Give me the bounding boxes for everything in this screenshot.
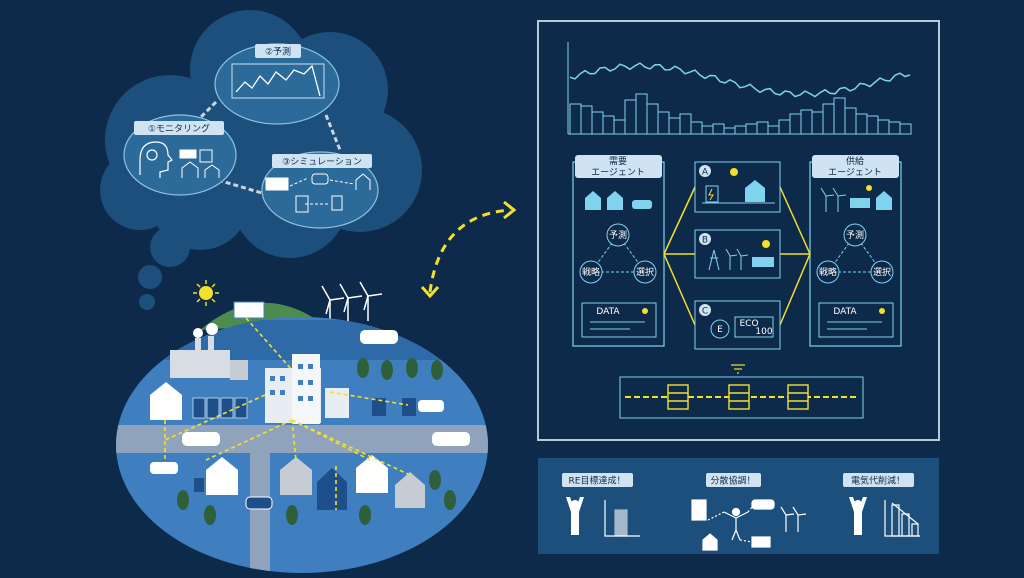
thought-dot-large	[150, 227, 190, 267]
windmill-icons	[321, 281, 383, 325]
top-chart	[567, 42, 912, 135]
ev-charger-icons	[194, 398, 416, 492]
option-b-sun-icon	[762, 240, 770, 248]
supply-solar-icon	[850, 198, 870, 208]
declining-chart-icon	[884, 500, 920, 537]
thought-bubble: ②予測 ①モニタリング ③シミュレーション	[100, 10, 422, 310]
factory-icon	[170, 323, 248, 380]
car-icons	[150, 330, 470, 510]
option-b-box: B	[694, 229, 781, 279]
hill-solar-panel-icon	[233, 301, 265, 319]
option-b-badge: B	[702, 236, 708, 246]
cheering-person-icon-2	[849, 497, 867, 535]
supply-agent-box: 供給 エージェント 予測 戦略 選択 DATA	[809, 155, 902, 347]
tree-icons	[177, 358, 456, 525]
demand-data-label: DATA	[596, 307, 620, 317]
platform-panel: 需要 エージェント 予測 戦略 選択 DATA	[537, 20, 940, 441]
option-b-windmill-icons	[725, 248, 749, 270]
option-a-badge: A	[702, 168, 709, 178]
supply-data-label: DATA	[833, 307, 857, 317]
outcome-re-target-title: RE目標達成！	[569, 475, 626, 487]
demand-strategy-node: 戦略	[582, 266, 600, 278]
e-coin-icon	[710, 319, 730, 339]
option-c-badge: C	[702, 307, 708, 317]
simulation-node: ③シミュレーション	[261, 151, 379, 229]
sun-icon	[193, 280, 219, 306]
forecast-label: ②予測	[265, 46, 291, 58]
supply-strategy-node: 戦略	[819, 266, 837, 278]
demand-agent-box: 需要 エージェント 予測 戦略 選択 DATA	[572, 155, 665, 347]
simulation-label-box	[272, 154, 372, 168]
outcome-re-target: RE目標達成！	[562, 473, 640, 537]
cheering-person-icon	[566, 497, 584, 535]
demand-select-node: 選択	[636, 266, 654, 278]
supply-house-icon	[876, 191, 892, 210]
option-a-box: A	[694, 161, 781, 213]
charger-icon	[705, 185, 719, 203]
outcome-cost-reduction: 電気代削減！	[843, 473, 920, 537]
solar-house-icon	[179, 149, 220, 178]
demand-agent-line2: エージェント	[591, 168, 645, 178]
e-symbol: E	[717, 325, 723, 335]
supply-agent-line1: 供給	[846, 155, 864, 167]
monitoring-node: ①モニタリング	[123, 114, 237, 196]
option-b-solar-icon	[752, 257, 774, 267]
power-tower-icon	[708, 249, 720, 271]
forecast-label-box	[255, 44, 301, 58]
ground-icon	[731, 364, 745, 374]
server-block-icons	[667, 384, 809, 410]
solar-array-icon	[192, 397, 248, 419]
eco-text: ECO	[739, 319, 758, 329]
supply-triangle	[816, 223, 894, 284]
option-c-box: C E ECO 100	[694, 300, 781, 350]
supply-windmill-icons	[820, 187, 847, 212]
chart-curve	[569, 62, 911, 98]
simulation-icons	[265, 173, 371, 213]
chart-bar	[899, 123, 912, 135]
supply-select-node: 選択	[873, 266, 891, 278]
outcome-distributed: 分散協調！	[691, 473, 807, 551]
forecast-line-icon	[235, 64, 321, 97]
supply-forecast-node: 予測	[846, 229, 864, 241]
demand-triangle	[579, 223, 657, 284]
supply-agent-line2: エージェント	[828, 168, 882, 178]
monitoring-label-box	[134, 121, 224, 135]
outcomes-panel: RE目標達成！ 分散協調！	[538, 458, 939, 554]
road-horizontal	[116, 425, 488, 453]
energy-chain-links	[164, 317, 411, 510]
distributed-network-icon	[691, 499, 807, 551]
dashed-yellow-arrow	[420, 200, 517, 299]
outcome-distributed-title: 分散協調！	[710, 475, 755, 487]
demand-forecast-node: 予測	[609, 229, 627, 241]
outcome-cost-reduction-title: 電気代削減！	[851, 475, 905, 487]
demand-agent-line1: 需要	[609, 156, 627, 167]
monitoring-label: ①モニタリング	[148, 123, 210, 135]
option-connectors	[663, 186, 811, 326]
blockchain-row	[619, 364, 864, 419]
simulation-label: ③シミュレーション	[282, 158, 362, 168]
option-a-sun-icon	[730, 168, 738, 176]
smart-city	[116, 280, 488, 573]
bar-chart-icon	[604, 500, 640, 537]
eco-amount: 100	[755, 327, 772, 337]
house-icons	[150, 382, 425, 510]
thought-dot-medium	[138, 265, 162, 289]
forecast-node: ②予測	[214, 43, 340, 125]
option-a-house-icon	[745, 180, 765, 202]
eco-certificate-icon	[734, 316, 774, 338]
head-brain-icon	[139, 141, 173, 178]
office-building-icon	[265, 354, 349, 424]
thought-dot-small	[139, 294, 155, 310]
demand-house-icons	[585, 191, 652, 210]
